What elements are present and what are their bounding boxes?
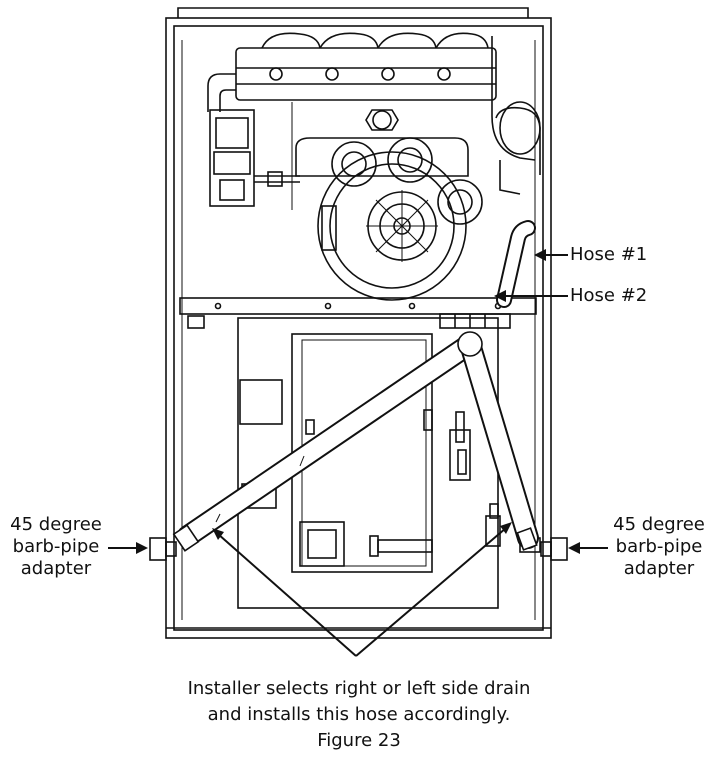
hose-1-label: Hose #1 bbox=[570, 244, 648, 265]
caption-line-2: and installs this hose accordingly. bbox=[207, 704, 511, 725]
inducer-blower bbox=[317, 151, 467, 301]
burner-manifold bbox=[207, 32, 497, 112]
left-adapter-label-2: barb-pipe bbox=[12, 536, 100, 557]
gas-valve bbox=[209, 109, 300, 207]
pressure-switches bbox=[331, 137, 483, 225]
figure-number: Figure 23 bbox=[317, 730, 401, 751]
callouts bbox=[108, 249, 608, 657]
cabinet-outer bbox=[165, 17, 552, 639]
left-adapter-label-1: 45 degree bbox=[10, 514, 102, 535]
right-barb-adapter bbox=[540, 537, 568, 561]
right-adapter-label-1: 45 degree bbox=[613, 514, 705, 535]
cabinet-top-lip bbox=[177, 7, 529, 18]
left-barb-adapter bbox=[149, 537, 177, 561]
collector-box bbox=[295, 137, 469, 177]
right-adapter-label-2: barb-pipe bbox=[615, 536, 703, 557]
flue-pipe bbox=[491, 36, 541, 195]
hose-2-label: Hose #2 bbox=[570, 285, 648, 306]
right-adapter-label-3: adapter bbox=[623, 558, 695, 579]
left-adapter-label-3: adapter bbox=[20, 558, 92, 579]
hoses bbox=[172, 220, 539, 552]
cabinet-inner bbox=[173, 25, 544, 631]
caption-line-1: Installer selects right or left side dra… bbox=[187, 678, 531, 699]
deck-plate bbox=[179, 297, 537, 315]
